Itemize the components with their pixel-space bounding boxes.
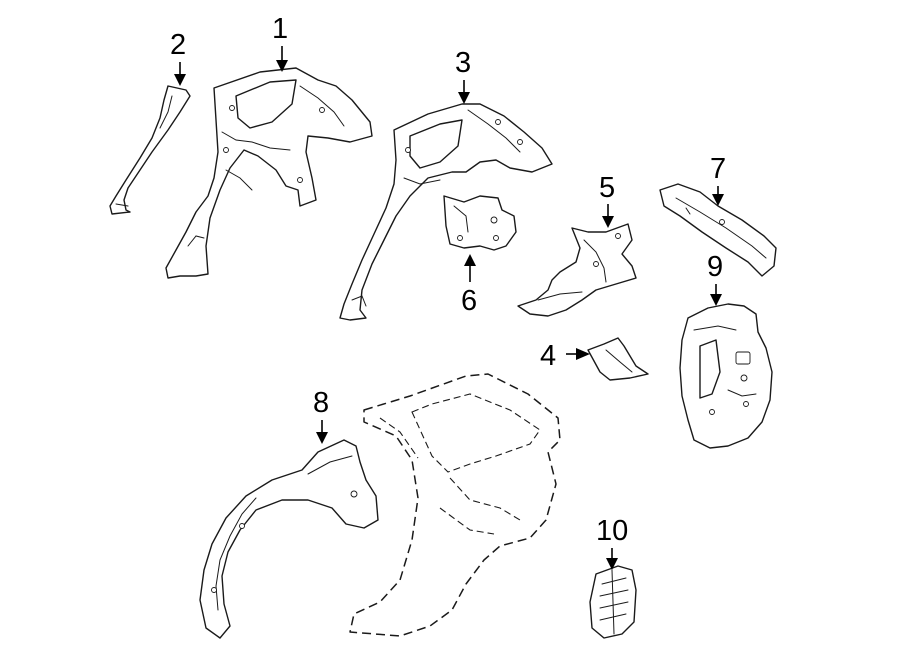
callout-9: 9: [707, 251, 723, 283]
leader-arrows: [174, 46, 724, 570]
arrowhead-9: [710, 294, 722, 306]
part-6-bracket[interactable]: [443, 195, 517, 251]
arrowhead-6: [464, 254, 476, 266]
arrowhead-10: [606, 558, 618, 570]
part-7-rail[interactable]: [659, 183, 777, 277]
callout-labels: 1 2 3 4 5 6 7 8 9 10: [170, 13, 726, 547]
body-side-outline: [349, 373, 561, 637]
arrowhead-4: [576, 348, 590, 360]
callout-3: 3: [455, 47, 471, 79]
callout-7: 7: [710, 153, 726, 185]
part-9-wheelhouse-inner[interactable]: [679, 303, 773, 449]
callout-10: 10: [596, 515, 628, 547]
part-4-gusset[interactable]: [587, 337, 649, 381]
arrowhead-5: [602, 216, 614, 228]
callout-2: 2: [170, 29, 186, 61]
part-2-pillar-trim[interactable]: [109, 85, 191, 215]
arrowhead-1: [276, 60, 288, 72]
part-3-quarter-inner-panel[interactable]: [339, 103, 553, 321]
part-1-quarter-inner-panel[interactable]: [165, 67, 373, 279]
part-8-wheelhouse-liner[interactable]: [199, 439, 379, 639]
arrowhead-3: [458, 92, 470, 104]
part-5-support-bracket[interactable]: [517, 223, 637, 317]
arrowhead-8: [316, 432, 328, 444]
callout-1: 1: [272, 13, 288, 45]
callout-6: 6: [461, 285, 477, 317]
part-10-vent-grille[interactable]: [589, 565, 637, 639]
arrowhead-7: [712, 194, 724, 206]
arrowhead-2: [174, 74, 186, 86]
callout-4: 4: [540, 340, 556, 372]
callout-5: 5: [599, 172, 615, 204]
callout-8: 8: [313, 387, 329, 419]
